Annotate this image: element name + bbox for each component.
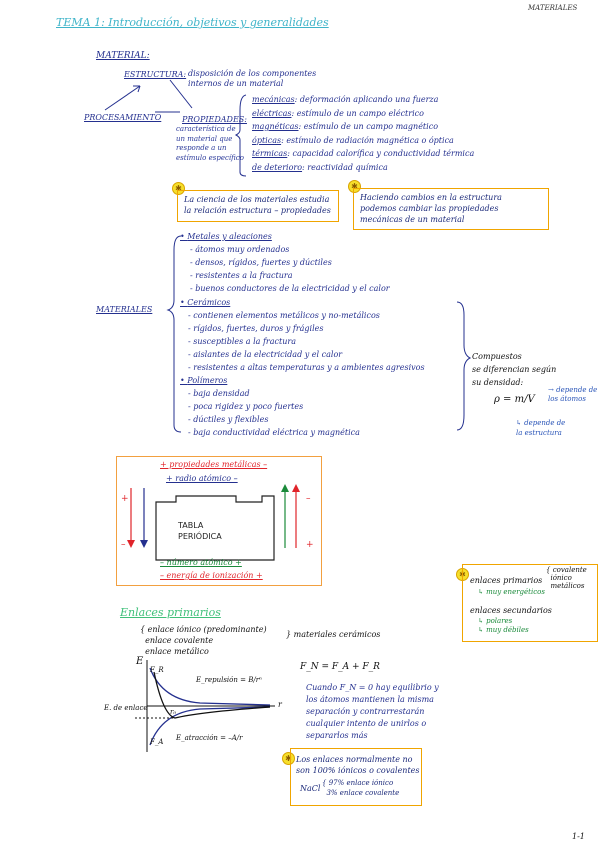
nacl-label: NaCl <box>300 784 321 793</box>
prop-electricas: eléctricas: estímulo de un campo eléctri… <box>252 108 424 118</box>
force-formula: F_N = F_A + F_R <box>300 662 380 672</box>
polimeros-group: • Polímeros - baja densidad - poca rigid… <box>180 376 360 437</box>
bonds-summary-note <box>462 564 598 642</box>
graph-ro-label: r₀ <box>170 708 177 716</box>
bonds-primary-energetic: ↳ muy energéticos <box>478 588 545 596</box>
ceramicos-group: • Cerámicos - contienen elementos metáli… <box>180 298 425 372</box>
trend-side-minus-right: – <box>306 494 311 504</box>
periodic-trends-box <box>116 456 322 586</box>
materiales-label: MATERIALES <box>96 305 153 314</box>
trend-side-plus-right: + <box>306 540 314 550</box>
trend-side-minus: – <box>121 540 126 550</box>
propiedades-label: PROPIEDADES: <box>182 115 247 124</box>
prop-magneticas: magnéticas: estímulo de un campo magnéti… <box>252 122 439 131</box>
trend-side-plus: + <box>121 494 129 504</box>
note-bonds-not-pure <box>290 748 422 806</box>
subject-label: MATERIALES <box>528 4 578 12</box>
trend-ionization-energy: – energía de ionización + <box>160 571 263 580</box>
trend-metallic-properties: + propiedades metálicas – <box>160 460 268 469</box>
star-icon: ✱ <box>172 182 185 195</box>
prop-termicas: térmicas: capacidad calorífica y conduct… <box>252 149 475 158</box>
material-heading: MATERIAL: <box>96 51 150 61</box>
bonds-primary: enlaces primarios <box>470 576 543 585</box>
prop-mecanicas: mecánicas: deformación aplicando una fue… <box>252 95 439 104</box>
prop-deterioro: de deterioro: reactividad química <box>252 162 388 172</box>
propiedades-list: mecánicas: deformación aplicando una fue… <box>252 93 474 174</box>
graph-bond-energy-label: E. de enlace <box>104 704 148 712</box>
prop-opticas: ópticas: estímulo de radiación magnética… <box>252 135 454 145</box>
trend-atomic-number: – número atómico + <box>160 558 242 567</box>
bonds-secondary-weak: ↳ muy débiles <box>478 626 529 634</box>
metales-group: • Metales y aleaciones - átomos muy orde… <box>180 232 390 293</box>
bonds-secondary: enlaces secundarios <box>470 606 552 615</box>
graph-energy-label: E <box>136 656 144 667</box>
graph-r-label: r <box>278 700 282 709</box>
graph-repulsion-label: E_repulsión = B/rⁿ <box>196 676 262 684</box>
enlaces-list: { enlace iónico (predominante) enlace co… <box>140 625 267 656</box>
density-formula: ρ = m/V <box>494 394 535 405</box>
estructura-label: ESTRUCTURA: <box>124 70 187 79</box>
graph-fa-label: F_A <box>150 738 164 746</box>
bonds-primary-types: { covalente iónico metálicos <box>546 566 587 590</box>
star-icon: ✱ <box>282 752 295 765</box>
ceramicos-title: • Cerámicos <box>180 298 231 307</box>
page-title: TEMA 1: Introducción, objetivos y genera… <box>56 16 329 29</box>
graph-fr-label: F_R <box>150 666 164 674</box>
metales-title: • Metales y aleaciones <box>180 232 272 241</box>
bonds-secondary-polar: ↳ polares <box>478 617 513 625</box>
trend-atomic-radius: + radio atómico – <box>166 474 238 483</box>
star-icon: ✱ <box>348 180 361 193</box>
enlaces-heading: Enlaces primarios <box>120 606 221 619</box>
compuestos-note: Compuestos se diferencian según su densi… <box>472 352 557 387</box>
ceramic-materials-note: } materiales cerámicos <box>286 630 381 639</box>
polimeros-title: • Polímeros <box>180 376 228 385</box>
graph-attraction-label: E_atracción = –A/r <box>176 734 243 742</box>
page-number: 1-1 <box>572 832 585 841</box>
nacl-composition: { 97% enlace iónico 3% enlace covalente <box>322 779 400 797</box>
procesamiento-label: PROCESAMIENTO <box>84 113 162 122</box>
